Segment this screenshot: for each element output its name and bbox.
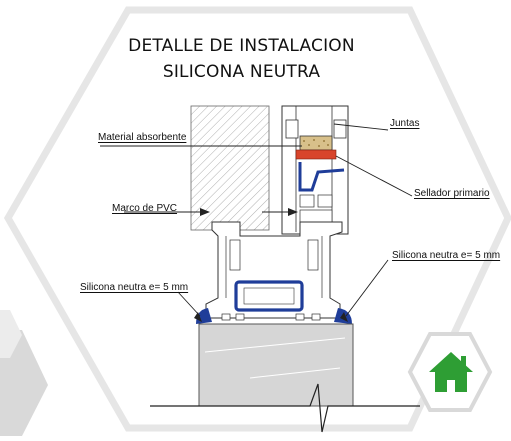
title-line-1: DETALLE DE INSTALACION [128,36,355,56]
label-marco-pvc: Marco de PVC [112,203,178,214]
leader-juntas [333,123,389,131]
primary-sealant [295,149,337,160]
home-button[interactable] [413,334,489,412]
label-material-absorbente: Material absorbente [98,132,187,143]
house-icon [429,352,473,392]
decor-hex-small [0,310,22,358]
leader-silicona-right [345,259,389,317]
title-line-2: SILICONA NEUTRA [162,62,321,82]
wall-block [190,105,270,231]
decor-hex-large [0,330,48,436]
leader-sellador [335,155,413,197]
sill-block [198,323,354,407]
label-juntas: Juntas [390,118,420,129]
label-sellador-primario: Sellador primario [414,188,490,199]
leader-silicona-left [177,291,201,317]
label-silicona-left: Silicona neutra e= 5 mm [80,282,189,293]
absorbent-material [299,135,333,151]
label-silicona-right: Silicona neutra e= 5 mm [392,250,501,261]
sash-gasket [298,162,345,192]
break-line [150,383,420,433]
